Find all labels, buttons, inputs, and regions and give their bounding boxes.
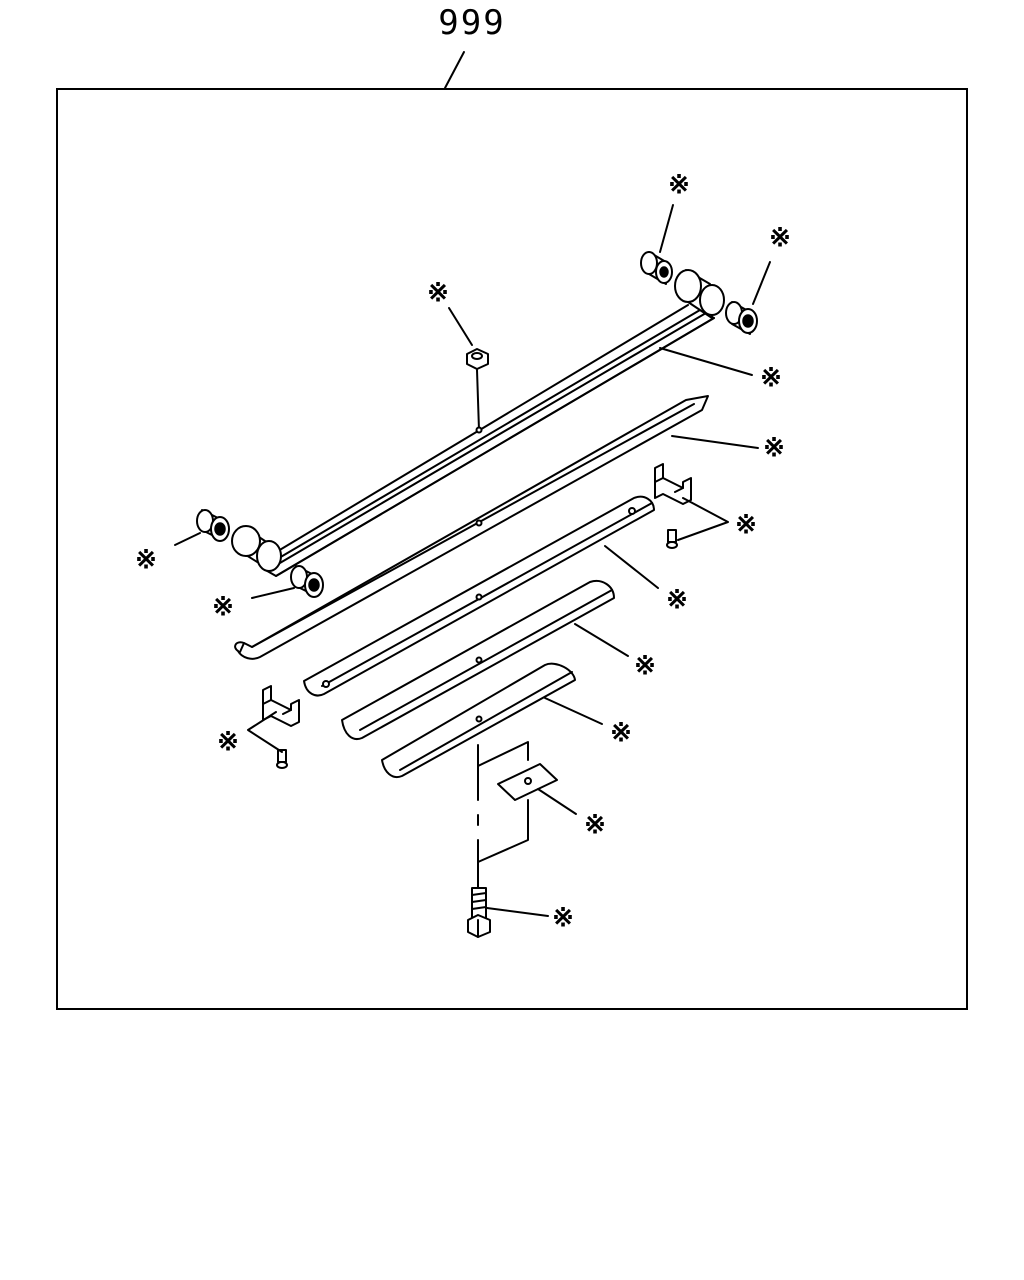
bushing-left-b: [290, 565, 324, 598]
center-nut: [466, 348, 489, 434]
bushing-top-right-b: [725, 301, 758, 335]
callout-second-leaf: ※: [763, 433, 785, 463]
second-leaf: [234, 395, 709, 660]
callout-center-nut: ※: [427, 278, 449, 308]
bushing-top-right-a: [640, 251, 673, 285]
callout-fourth-leaf: ※: [634, 651, 656, 681]
diagram-frame: [56, 88, 968, 1010]
assembly-number: 999: [438, 3, 505, 43]
callout-bushing-top-right-a: ※: [668, 170, 690, 200]
assembly-leader: [444, 51, 465, 89]
callout-center-bolt: ※: [552, 903, 574, 933]
callout-rebound-clip-left: ※: [217, 727, 239, 757]
callout-rebound-clip-right: ※: [735, 510, 757, 540]
bushing-left-a: [196, 509, 230, 542]
spacer-plate: [497, 763, 558, 801]
main-leaf-eye-right: [674, 269, 725, 319]
callout-spacer-plate: ※: [584, 810, 606, 840]
main-leaf-eye-left: [231, 525, 282, 572]
callout-bushing-left-a: ※: [135, 545, 157, 575]
main-leaf: [231, 269, 725, 577]
leader-lines: [174, 204, 771, 917]
center-bolt: [467, 741, 529, 938]
callout-fifth-leaf: ※: [610, 718, 632, 748]
callout-bushing-left-b: ※: [212, 592, 234, 622]
rebound-clip-right: [654, 463, 692, 549]
third-leaf: [303, 495, 655, 697]
callout-bushing-top-right-b: ※: [769, 223, 791, 253]
callout-marks: ※ ※ ※ ※ ※ ※ ※ ※ ※ ※ ※ ※ ※ ※: [135, 170, 791, 933]
fifth-leaf: [381, 662, 576, 778]
fourth-leaf: [341, 580, 615, 740]
callout-third-leaf: ※: [666, 585, 688, 615]
callout-main-leaf: ※: [760, 363, 782, 393]
rebound-clip-left: [262, 685, 300, 769]
